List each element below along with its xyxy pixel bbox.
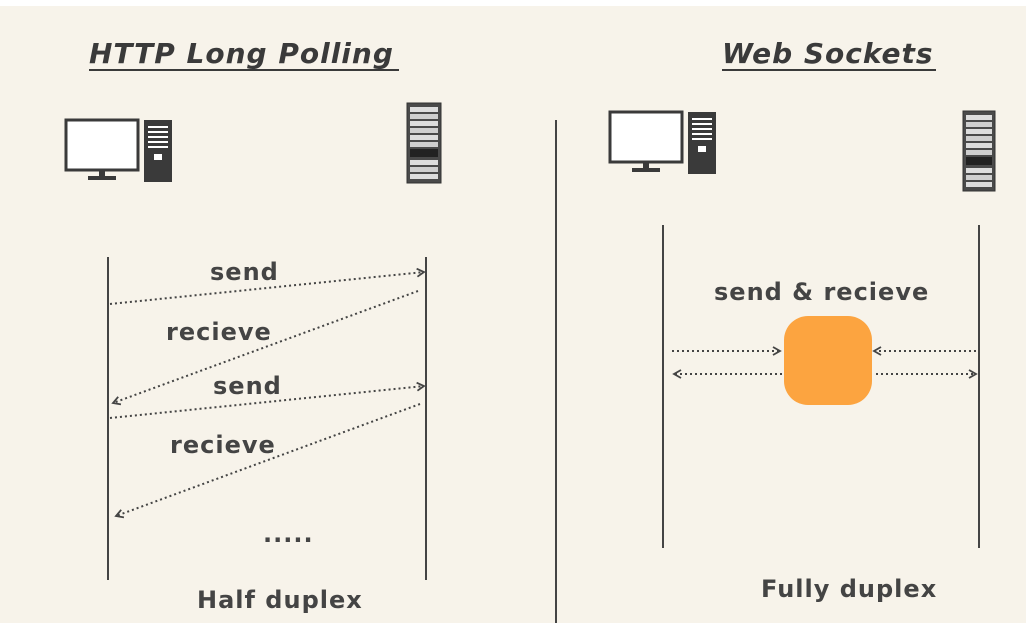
- recieve-arrow-2: [114, 403, 421, 519]
- orange-channel-shape: [784, 316, 872, 405]
- server-tower-icon: [962, 110, 996, 192]
- background-panel: [0, 6, 1026, 623]
- right-title: Web Sockets: [722, 37, 934, 70]
- ellipsis: .....: [263, 520, 314, 548]
- duplex-label: send & recieve: [714, 278, 929, 306]
- right-footer: Fully duplex: [761, 575, 937, 603]
- desktop-computer-icon: [64, 118, 172, 182]
- web-sockets-section: Web Sockets: [608, 37, 996, 603]
- message-label-send-2: send: [213, 372, 282, 400]
- desktop-computer-icon: [608, 110, 716, 174]
- server-tower-icon: [406, 102, 442, 184]
- message-label-recieve-2: recieve: [170, 431, 276, 459]
- message-label-recieve-1: recieve: [166, 318, 272, 346]
- recieve-arrow-1: [111, 290, 419, 406]
- message-label-send-1: send: [210, 258, 279, 286]
- left-footer: Half duplex: [197, 586, 363, 614]
- http-long-polling-section: HTTP Long Polling: [64, 37, 442, 614]
- left-title: HTTP Long Polling: [89, 37, 394, 70]
